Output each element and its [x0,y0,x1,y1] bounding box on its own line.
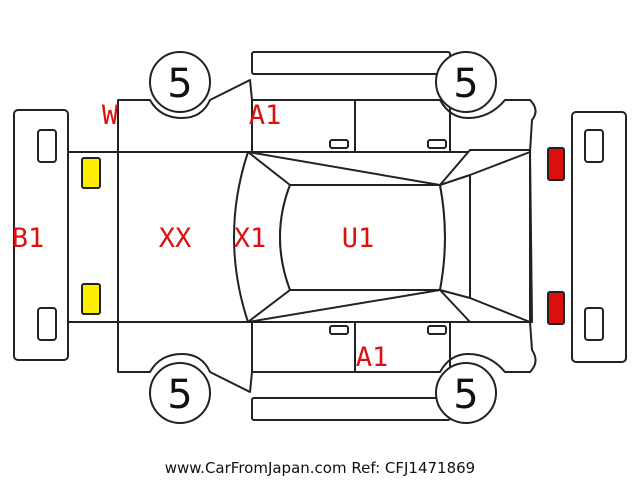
top-side-panel [117,79,537,153]
rear-lamp-bottom [81,283,101,315]
tire-tread-value: 5 [453,372,478,418]
body-top-view [67,149,533,323]
tire-tread-value: 5 [167,61,192,107]
windshield [439,174,471,299]
hood [469,151,531,323]
damage-code-b1: B1 [12,223,45,254]
tire-front-right: 5 [149,362,211,424]
rear-lamp-top [81,157,101,189]
bottom-side-skirt [251,397,451,421]
bottom-side-panel [117,321,537,393]
tire-rear-right: 5 [435,362,497,424]
damage-code-u1: U1 [342,223,375,254]
tire-tread-value: 5 [453,61,478,107]
front-lamp-bottom [547,291,565,325]
damage-code-a1-bottom: A1 [356,342,389,373]
damage-code-x1: X1 [234,223,267,254]
top-side-skirt [251,51,451,75]
tire-rear-left: 5 [435,51,497,113]
damage-code-a1-top: A1 [249,100,282,131]
tire-tread-value: 5 [167,372,192,418]
footer-reference: www.CarFromJapan.com Ref: CFJ1471869 [165,459,475,477]
front-bumper [571,111,627,363]
damage-code-w: W [102,100,119,131]
tire-front-left: 5 [149,51,211,113]
rear-roof-panel [117,151,249,323]
front-lamp-top [547,147,565,181]
damage-code-xx: XX [159,223,192,254]
